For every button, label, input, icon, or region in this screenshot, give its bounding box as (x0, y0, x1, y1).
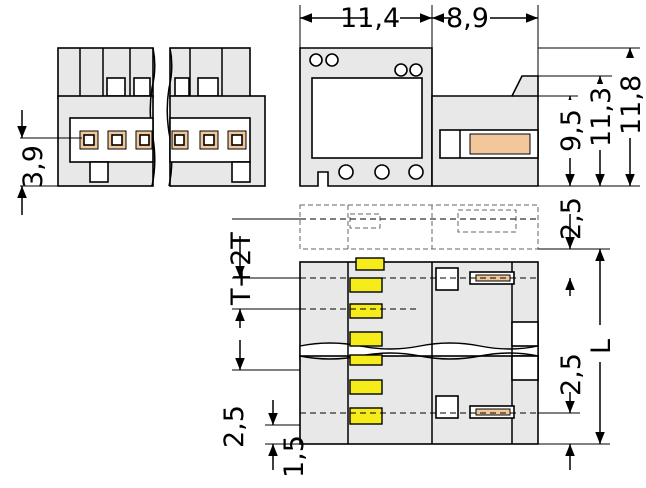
dim-height-b: 11,3 (586, 87, 617, 147)
dim-width-side: 8,9 (446, 3, 489, 34)
dim-offset: 1,5 (279, 435, 310, 478)
front-view: 3,9 (17, 47, 266, 215)
dim-height-a: 9,5 (556, 109, 587, 152)
dim-length: L (586, 339, 617, 354)
release-tabs (349, 257, 385, 425)
contact-pins (79, 130, 247, 150)
dim-pitch-left: 2,5 (219, 405, 250, 448)
dim-pitch-formula: T+2T (226, 232, 257, 306)
dim-width-front: 11,4 (340, 3, 400, 34)
side-view: 11,4 8,9 9,5 11,3 11,8 (299, 3, 646, 187)
dim-height-c: 11,8 (616, 75, 646, 135)
dim-pitch-right: 2,5 (556, 353, 587, 396)
dim-pitch-top: 2,5 (556, 197, 587, 240)
bottom-view: T+2T 2,5 1,5 2,5 2,5 L (219, 197, 617, 478)
dim-pin-height: 3,9 (18, 145, 49, 188)
